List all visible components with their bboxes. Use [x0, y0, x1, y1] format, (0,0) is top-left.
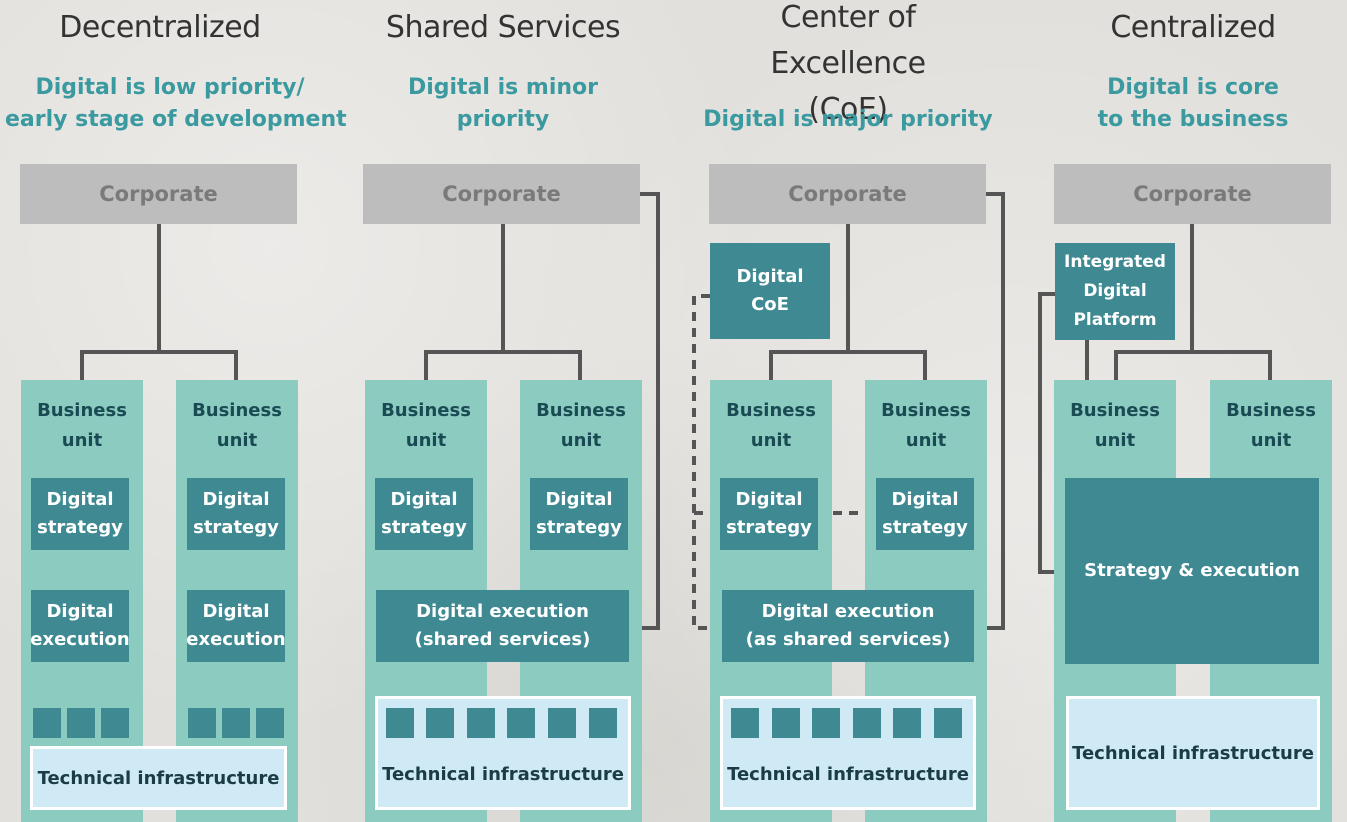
model-subtitle: Digital is major priority — [703, 107, 993, 132]
infrastructure-block — [426, 708, 454, 738]
model-title: Decentralized — [59, 10, 261, 45]
dashed-connector — [692, 294, 722, 630]
digital-coe-box: Digital CoE — [710, 243, 830, 339]
infrastructure-block — [467, 708, 495, 738]
business-unit-label: Business unit — [881, 400, 971, 451]
technical-infrastructure-box: Technical infrastructure — [375, 696, 631, 810]
model-title: Center of Excellence (CoE) — [770, 0, 926, 127]
infrastructure-block — [67, 708, 95, 738]
technical-infrastructure-box: Technical infrastructure — [30, 746, 287, 810]
digital-strategy-box: Digital strategy — [876, 478, 974, 550]
infrastructure-block — [853, 708, 881, 738]
infrastructure-block — [589, 708, 617, 738]
digital-execution-box: Digital execution — [30, 590, 130, 662]
model-subtitle: to the business — [1097, 107, 1289, 132]
connector-line — [424, 350, 582, 380]
corporate-box: Corporate — [1054, 164, 1331, 224]
infrastructure-block — [934, 708, 962, 738]
corporate-box: Corporate — [20, 164, 297, 224]
infrastructure-block — [548, 708, 576, 738]
connector-line — [1114, 350, 1272, 380]
digital-strategy-box: Digital strategy — [375, 478, 473, 550]
technical-infrastructure-box: Technical infrastructure — [720, 696, 976, 810]
model-title: Shared Services — [385, 10, 621, 45]
infrastructure-block — [893, 708, 921, 738]
business-unit-label: Business unit — [381, 400, 471, 451]
infrastructure-block — [101, 708, 129, 738]
digital-execution-box: Digital execution — [186, 590, 286, 662]
digital-strategy-box: Digital strategy — [530, 478, 628, 550]
strategy-execution-box: Strategy & execution — [1065, 478, 1319, 664]
digital-strategy-box: Digital strategy — [31, 478, 129, 550]
shared-execution-box: Digital execution (shared services) — [376, 590, 629, 662]
model-subtitle: early stage of development — [5, 107, 347, 132]
connector-line — [80, 350, 238, 380]
business-unit-label: Business unit — [37, 400, 127, 451]
connector-line — [1038, 292, 1065, 574]
infrastructure-block — [812, 708, 840, 738]
model-subtitle: Digital is core — [1107, 75, 1279, 100]
corporate-box: Corporate — [363, 164, 640, 224]
connector-line — [973, 192, 1005, 630]
integrated-digital-platform-box: Integrated Digital Platform — [1055, 243, 1175, 340]
model-title: Centralized — [1110, 10, 1276, 45]
model-subtitle: Digital is minor — [407, 75, 599, 100]
model-subtitle: priority — [456, 107, 550, 132]
business-unit-label: Business unit — [1226, 400, 1316, 451]
digital-strategy-box: Digital strategy — [720, 478, 818, 550]
business-unit-label: Business unit — [536, 400, 626, 451]
infrastructure-block — [188, 708, 216, 738]
digital-strategy-box: Digital strategy — [187, 478, 285, 550]
connector-line — [628, 192, 660, 630]
infrastructure-block — [33, 708, 61, 738]
corporate-box: Corporate — [709, 164, 986, 224]
technical-infrastructure-box: Technical infrastructure — [1066, 696, 1320, 810]
infrastructure-block — [386, 708, 414, 738]
business-unit-label: Business unit — [726, 400, 816, 451]
infrastructure-block — [256, 708, 284, 738]
connector-line — [769, 350, 927, 380]
infrastructure-block — [222, 708, 250, 738]
infrastructure-block — [507, 708, 535, 738]
infrastructure-block — [772, 708, 800, 738]
business-unit-label: Business unit — [1070, 400, 1160, 451]
business-unit-label: Business unit — [192, 400, 282, 451]
infrastructure-block — [731, 708, 759, 738]
shared-execution-box: Digital execution (as shared services) — [722, 590, 974, 662]
model-subtitle: Digital is low priority/ — [35, 75, 305, 100]
